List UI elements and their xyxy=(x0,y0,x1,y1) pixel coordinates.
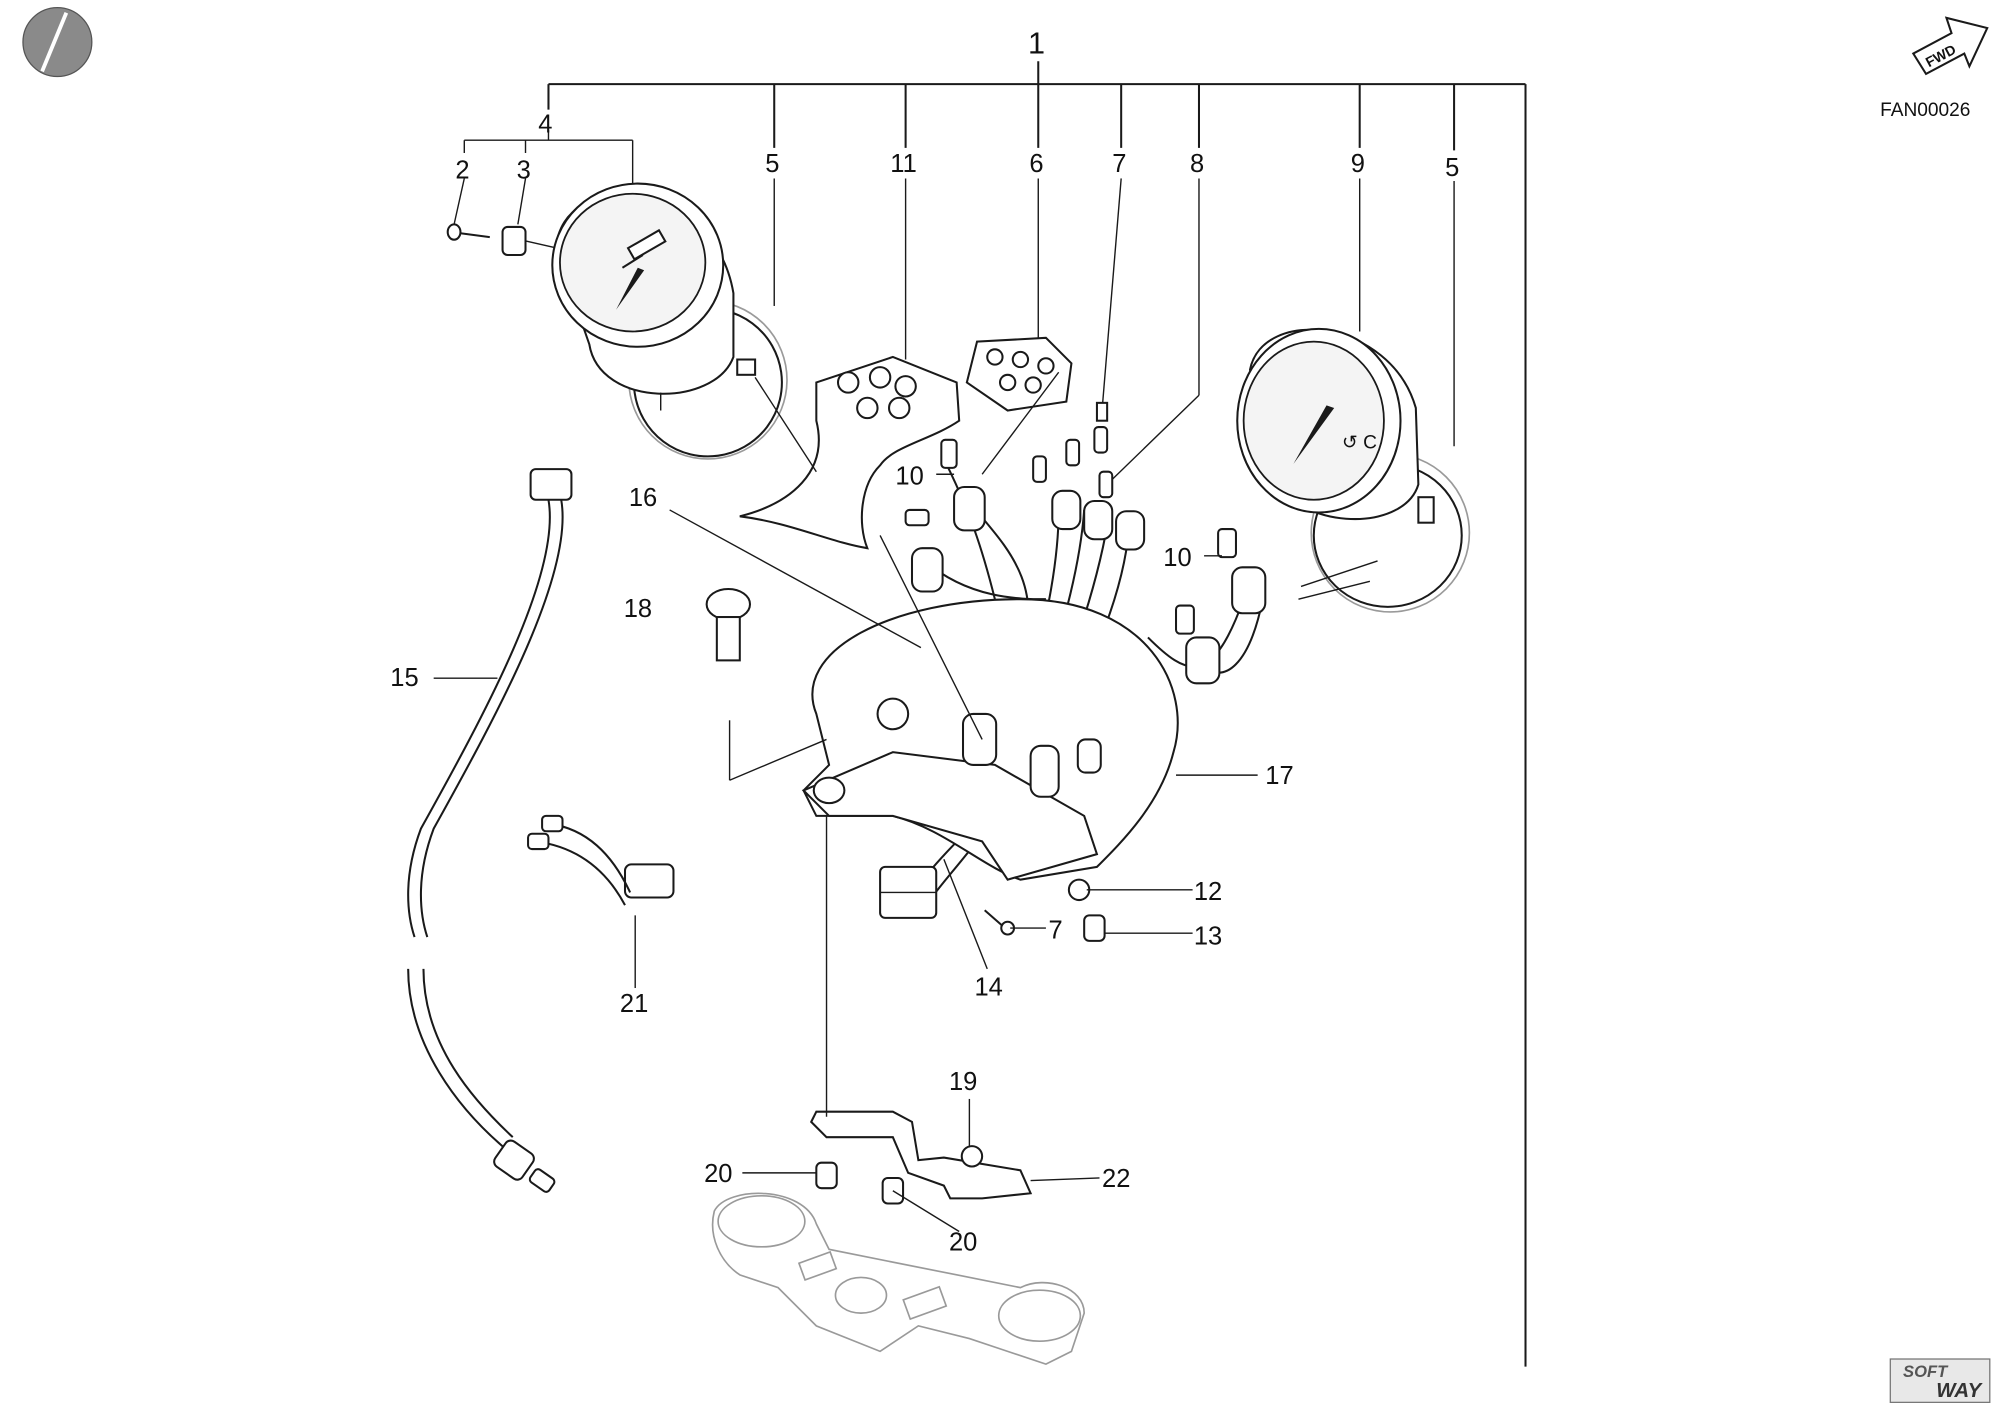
label-17: 17 xyxy=(1265,762,1293,790)
label-10b: 10 xyxy=(1163,544,1191,572)
screw-2 xyxy=(446,223,490,241)
forward-arrow-icon: FWD xyxy=(1911,16,1989,76)
screw-7 xyxy=(1095,401,1109,422)
warning-housing-6 xyxy=(965,336,1073,412)
softway-logo: SOFT WAY xyxy=(1889,1358,1991,1403)
speedo-cable-15 xyxy=(407,468,573,1193)
base-housing-17 xyxy=(801,598,1179,881)
label-4: 4 xyxy=(538,111,552,139)
leader-7a xyxy=(1101,178,1122,411)
svg-text:↺ C: ↺ C xyxy=(1342,433,1377,454)
label-21: 21 xyxy=(620,990,648,1018)
label-20a: 20 xyxy=(704,1160,732,1188)
label-18: 18 xyxy=(624,595,652,623)
label-7b: 7 xyxy=(1048,916,1062,944)
bracket-22 xyxy=(809,1110,1033,1200)
bolt-13 xyxy=(1083,914,1106,942)
screw-18 xyxy=(705,587,752,662)
connector-14 xyxy=(879,865,938,919)
label-12: 12 xyxy=(1194,878,1222,906)
corner-badge-icon xyxy=(22,7,93,78)
rubber-20a xyxy=(815,1161,838,1190)
label-9: 9 xyxy=(1351,150,1365,178)
wiring-harness xyxy=(904,426,1267,906)
label-7a: 7 xyxy=(1112,150,1126,178)
triple-clamp xyxy=(711,1192,1086,1365)
label-3: 3 xyxy=(517,156,531,184)
label-6: 6 xyxy=(1029,150,1043,178)
label-20b: 20 xyxy=(949,1229,977,1257)
label-11: 11 xyxy=(890,150,916,178)
sub-bracket-4 xyxy=(463,130,634,192)
right-gauge: ↺ C xyxy=(1236,327,1471,613)
label-16: 16 xyxy=(629,484,657,512)
label-22: 22 xyxy=(1102,1165,1130,1193)
label-15: 15 xyxy=(390,664,418,692)
label-10a: 10 xyxy=(895,462,923,490)
label-5a: 5 xyxy=(765,150,779,178)
logo-text-bottom: WAY xyxy=(1936,1380,1983,1402)
nut-19 xyxy=(960,1145,984,1168)
label-13: 13 xyxy=(1194,923,1222,951)
label-assembly: 1 xyxy=(1028,27,1045,61)
label-19: 19 xyxy=(949,1068,977,1096)
label-14: 14 xyxy=(974,974,1002,1002)
part-labels: 4 2 3 5 11 6 7 8 9 5 10 10 16 18 15 17 1… xyxy=(390,111,1459,1257)
left-gauge xyxy=(551,182,788,460)
label-8: 8 xyxy=(1190,150,1204,178)
knob-3 xyxy=(501,225,554,256)
nut-12 xyxy=(1067,878,1091,902)
plug-21 xyxy=(527,814,675,906)
figure-code: FAN00026 xyxy=(1880,100,1970,121)
rubber-20b xyxy=(881,1176,905,1205)
screw-7b xyxy=(984,909,1016,936)
instrument-panel-11 xyxy=(739,355,961,550)
logo-text-top: SOFT xyxy=(1903,1362,1949,1381)
assembly-bracket xyxy=(547,61,1527,1367)
label-5b: 5 xyxy=(1445,154,1459,182)
label-2: 2 xyxy=(455,156,469,184)
leader-lines xyxy=(433,178,1455,1233)
